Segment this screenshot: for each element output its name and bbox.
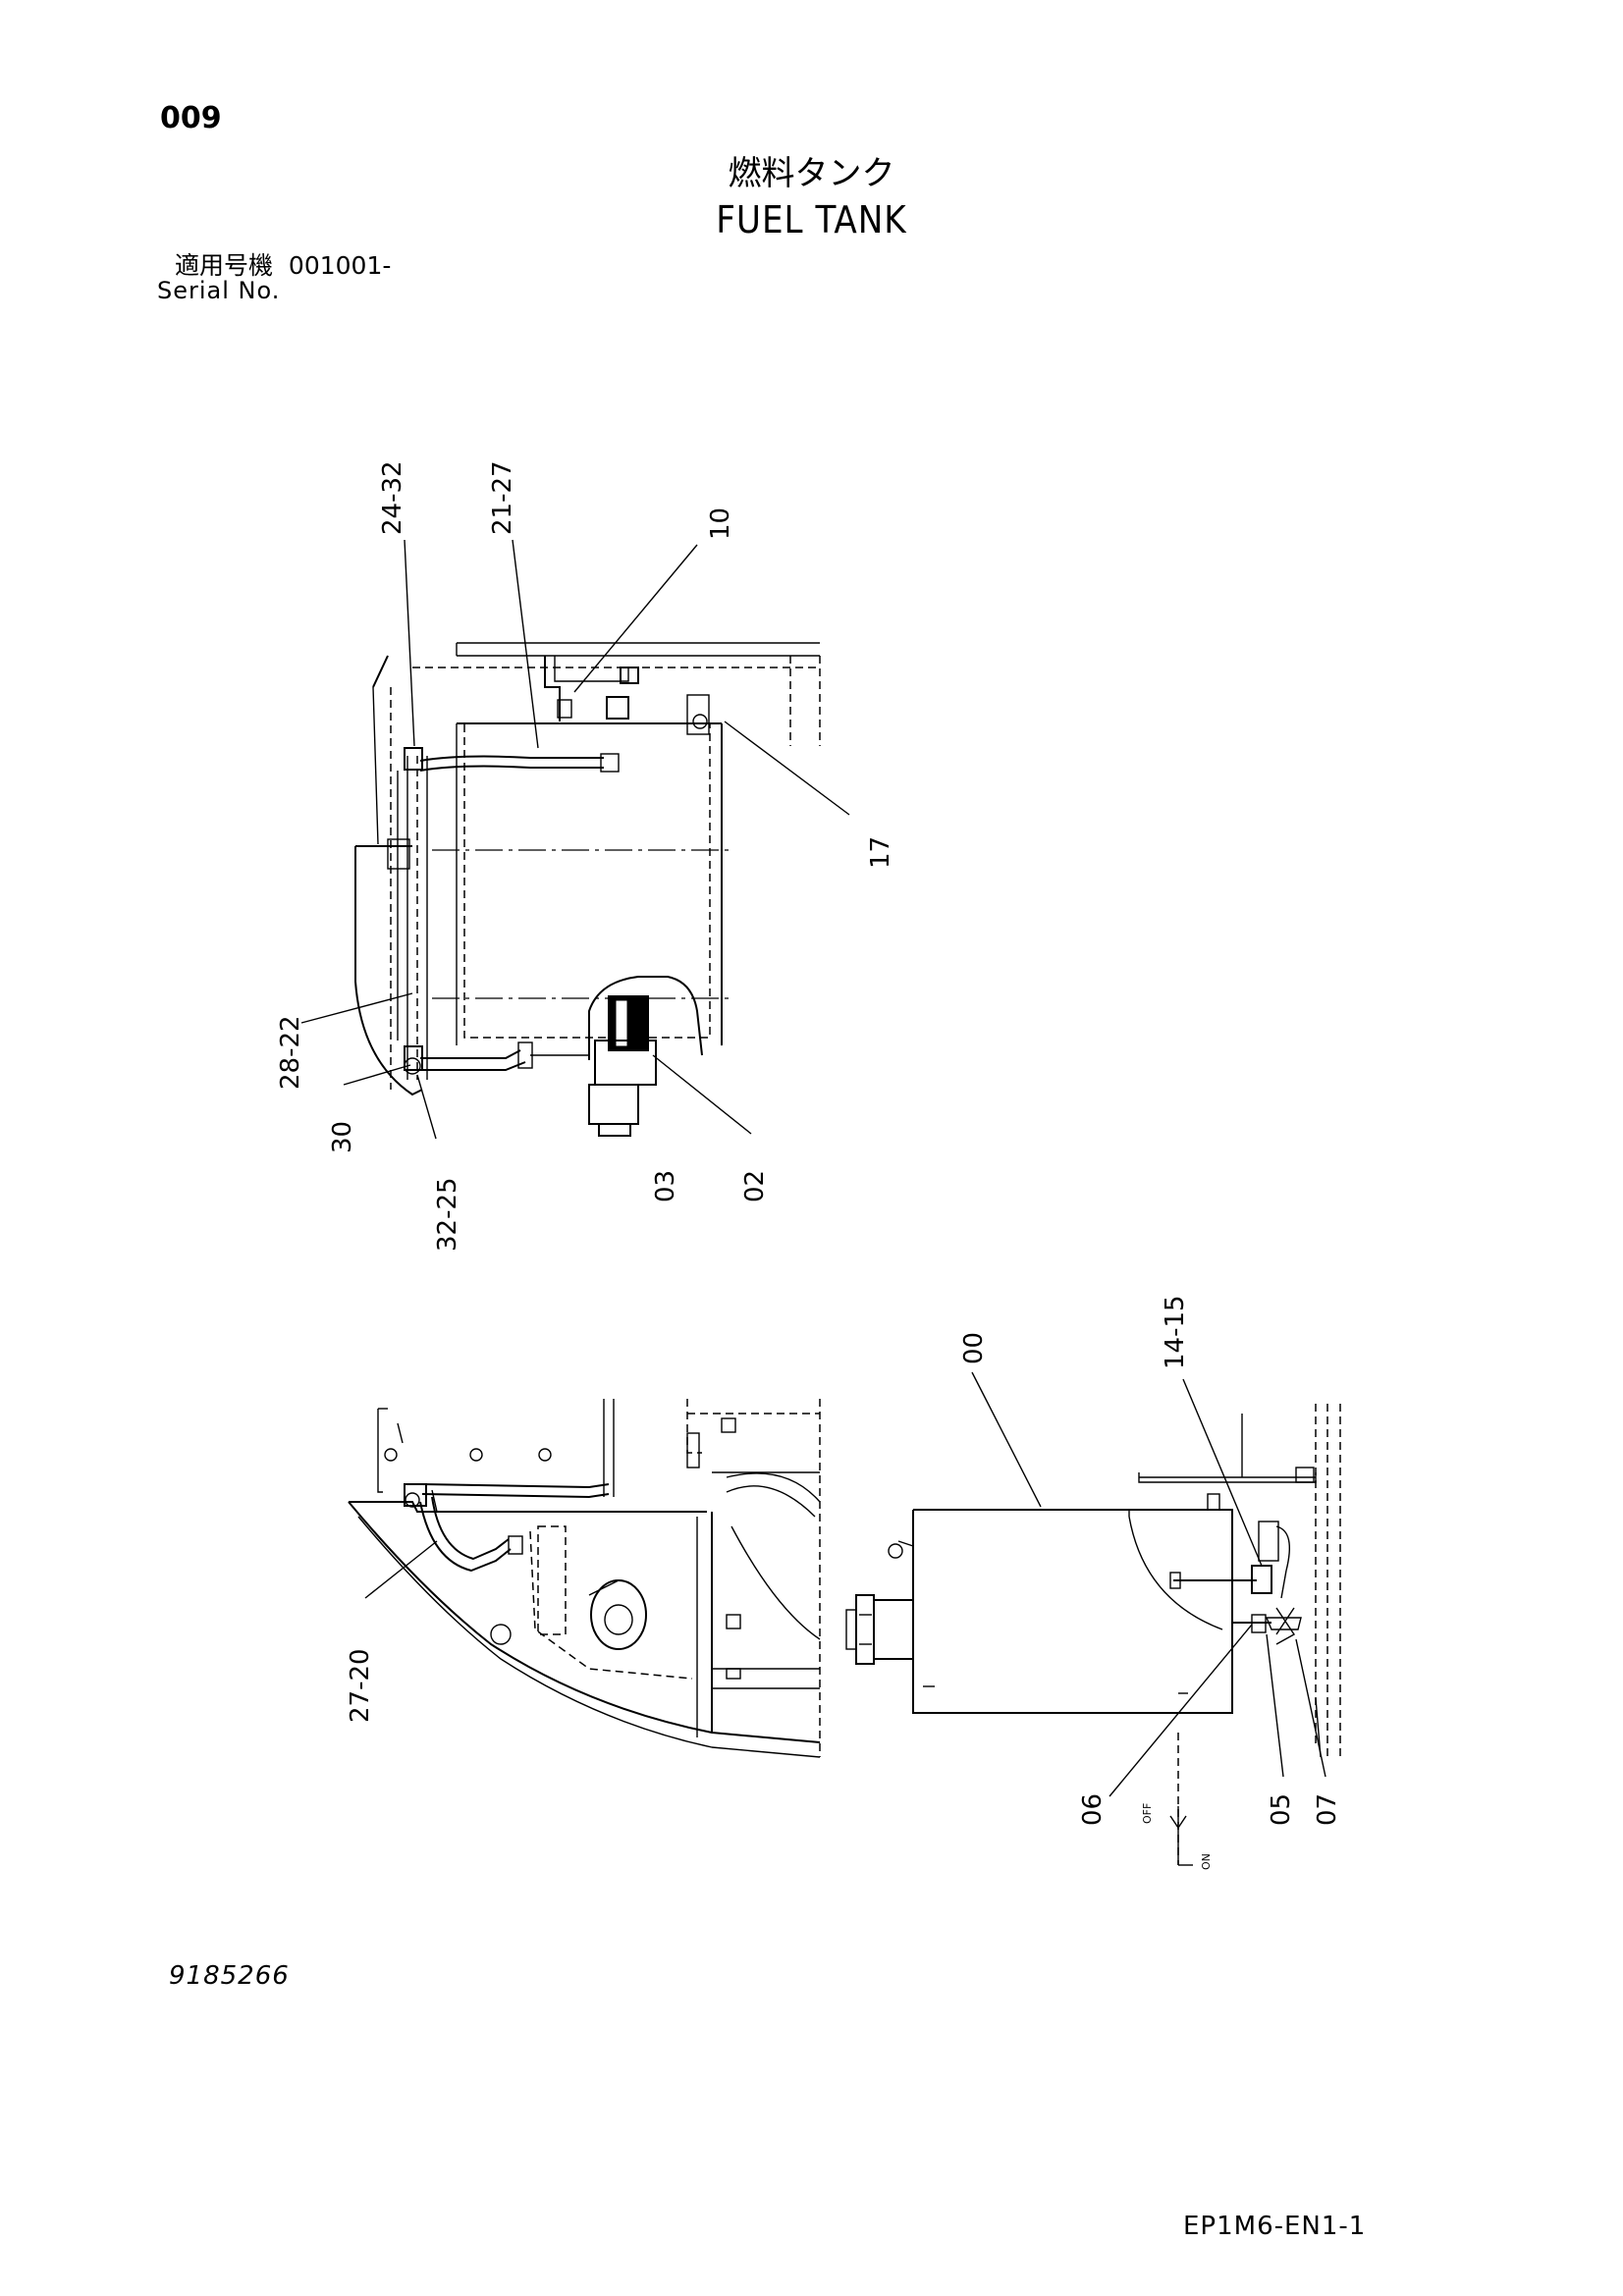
callout-07: 07 [1313,1793,1342,1826]
page-number: 009 [160,101,222,135]
callout-06: 06 [1078,1793,1108,1826]
valve-off-label: OFF [1141,1803,1154,1824]
drawing-number: 9185266 [169,1961,290,1991]
callout-21-27: 21-27 [488,460,517,535]
serial-value: 001001- [288,251,392,280]
callout-32-25: 32-25 [433,1177,462,1252]
callout-03: 03 [651,1170,680,1202]
page-title: FUEL TANK [716,198,907,241]
callout-00: 00 [959,1332,989,1364]
callout-10: 10 [706,507,735,540]
page-title-japanese: 燃料タンク [728,154,895,193]
callout-05: 05 [1267,1793,1296,1826]
callout-27-20: 27-20 [346,1648,375,1723]
callout-30: 30 [328,1121,357,1153]
serial-applicability: 適用号機 001001- [175,253,391,278]
serial-label-japanese: 適用号機 [175,251,274,280]
valve-on-label: ON [1200,1853,1213,1870]
callout-14-15: 14-15 [1161,1295,1190,1369]
callout-17: 17 [866,836,895,869]
callout-24-32: 24-32 [378,460,407,535]
top-view: 24-32 21-27 10 17 28-22 30 32-25 03 02 [276,460,895,1252]
document-code: EP1M6-EN1-1 [1183,2212,1367,2241]
side-view-left: 27-20 [346,1399,821,1758]
callout-28-22: 28-22 [276,1015,305,1090]
serial-label: Serial No. [157,277,281,304]
side-view-right: OFF ON 00 14-15 06 05 07 [845,1295,1342,1870]
callout-02: 02 [740,1170,770,1202]
